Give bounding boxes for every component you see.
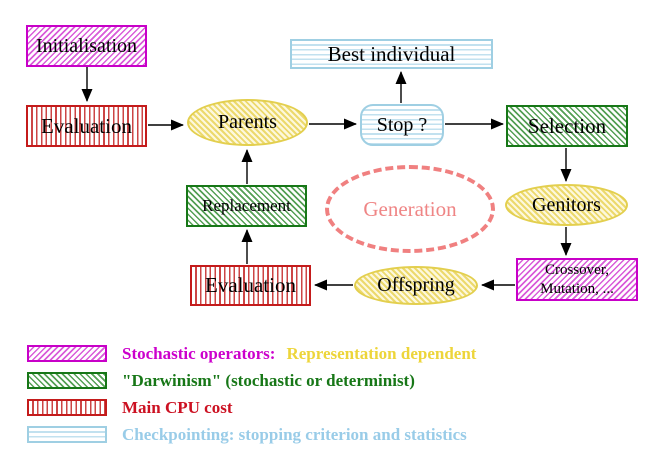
node-genitors-label: Genitors — [532, 193, 601, 216]
legend-row-checkpointing: Checkpointing: stopping criterion and st… — [27, 421, 476, 448]
node-crossover-line1: Crossover, — [545, 261, 609, 278]
node-parents: Parents — [187, 99, 308, 146]
legend-swatch-main-cpu-cost — [27, 399, 107, 416]
legend-label-stochastic-operators: Stochastic operators: — [122, 343, 276, 363]
legend-label-checkpointing: Checkpointing: stopping criterion and st… — [122, 424, 467, 444]
node-initialisation-label: Initialisation — [35, 34, 138, 57]
generation-loop-ellipse: Generation — [325, 165, 495, 253]
node-replacement-label: Replacement — [202, 196, 291, 215]
legend-row-stochastic-operators: Stochastic operators: Representation dep… — [27, 340, 476, 367]
node-crossover-mutation: Crossover, Mutation, ... — [516, 258, 638, 301]
node-crossover-line2: Mutation, ... — [540, 280, 614, 297]
legend-swatch-stochastic-operators — [27, 345, 107, 362]
generation-label: Generation — [363, 196, 457, 221]
legend-label-darwinism: "Darwinism" (stochastic or determinist) — [122, 370, 415, 390]
node-selection-label: Selection — [527, 113, 607, 138]
node-best-individual-label: Best individual — [327, 41, 456, 66]
node-offspring-label: Offspring — [377, 274, 455, 296]
node-genitors: Genitors — [505, 184, 628, 226]
node-evaluation-bottom-label: Evaluation — [205, 273, 296, 297]
legend-swatch-checkpointing — [27, 426, 107, 443]
node-evaluation-top-label: Evaluation — [41, 113, 132, 138]
legend-label-representation-dependent: Representation dependent — [286, 343, 477, 363]
node-initialisation: Initialisation — [26, 25, 147, 67]
legend-row-main-cpu-cost: Main CPU cost — [27, 394, 476, 421]
legend-swatch-darwinism — [27, 372, 107, 389]
node-offspring: Offspring — [354, 266, 478, 305]
legend-row-darwinism: "Darwinism" (stochastic or determinist) — [27, 367, 476, 394]
node-selection: Selection — [506, 105, 628, 147]
legend: Stochastic operators: Representation dep… — [27, 340, 476, 448]
legend-label-main-cpu-cost: Main CPU cost — [122, 397, 233, 417]
node-stop-label: Stop ? — [376, 113, 428, 136]
node-replacement: Replacement — [186, 185, 307, 227]
node-evaluation-top: Evaluation — [26, 105, 147, 147]
node-parents-label: Parents — [218, 111, 277, 133]
node-best-individual: Best individual — [290, 39, 493, 69]
node-evaluation-bottom: Evaluation — [190, 265, 311, 306]
node-stop: Stop ? — [360, 104, 444, 146]
